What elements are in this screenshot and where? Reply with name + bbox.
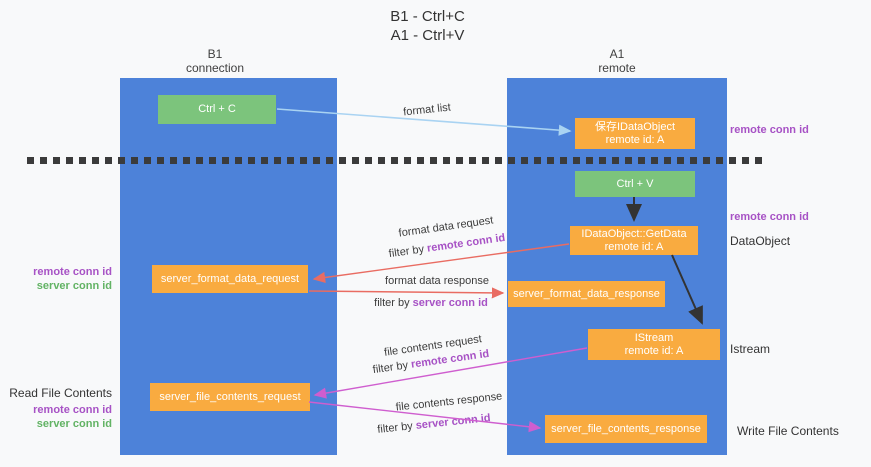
- label-server-conn-id-left-bottom: server conn id: [36, 418, 112, 430]
- label-filter-server-1: filter by server conn id: [374, 297, 488, 309]
- box-idataobject-getdata-line2: remote id: A: [604, 240, 664, 253]
- box-server-file-contents-request: server_file_contents_request: [150, 383, 310, 411]
- box-ctrl-c: Ctrl + C: [158, 95, 276, 124]
- lane-a1-name: A1: [609, 47, 625, 61]
- box-idataobject-getdata-line1: IDataObject::GetData: [581, 227, 687, 240]
- box-save-idataobject-line2: remote id: A: [605, 133, 665, 146]
- label-remote-conn-id-left-bottom: remote conn id: [33, 404, 112, 416]
- box-istream: IStream remote id: A: [588, 329, 720, 360]
- label-filter-server-2: filter by server conn id: [377, 412, 491, 436]
- box-server-format-data-request: server_format_data_request: [152, 265, 308, 293]
- filter-prefix: filter by: [376, 419, 417, 436]
- filter-prefix: filter by: [388, 242, 428, 261]
- lane-header-b1: B1 connection: [165, 47, 265, 75]
- filter-remote-conn-id: remote conn id: [426, 231, 506, 255]
- label-istream: Istream: [730, 342, 771, 356]
- box-ctrl-v: Ctrl + V: [575, 171, 695, 197]
- label-format-data-response: format data response: [385, 275, 489, 287]
- label-format-list: format list: [402, 101, 452, 119]
- box-save-idataobject-line1: 保存IDataObject: [594, 120, 676, 133]
- filter-server-conn-id: server conn id: [412, 297, 488, 309]
- lane-b1-name: B1: [207, 47, 223, 61]
- arrow-format-data-response: [308, 287, 505, 299]
- filter-prefix: filter by: [374, 297, 413, 309]
- label-remote-conn-id-left-top: remote conn id: [33, 266, 112, 278]
- label-server-conn-id-left-top: server conn id: [36, 280, 112, 292]
- filter-prefix: filter by: [372, 358, 412, 377]
- lane-header-a1: A1 remote: [567, 47, 667, 75]
- box-server-file-contents-response: server_file_contents_response: [545, 415, 707, 443]
- label-write-file-contents: Write File Contents: [737, 424, 839, 438]
- diagram-title-line2: A1 - Ctrl+V: [390, 27, 465, 44]
- label-read-file-contents: Read File Contents: [9, 386, 112, 400]
- label-remote-conn-id-right-mid: remote conn id: [730, 211, 809, 223]
- box-istream-line1: IStream: [634, 331, 674, 344]
- box-idataobject-getdata: IDataObject::GetData remote id: A: [570, 226, 698, 255]
- lane-a1-subtitle: remote: [598, 61, 636, 75]
- label-file-contents-response: file contents response: [395, 390, 503, 414]
- label-remote-conn-id-right-top: remote conn id: [730, 124, 809, 136]
- lane-b1-subtitle: connection: [185, 61, 245, 75]
- box-server-format-data-response: server_format_data_response: [508, 281, 665, 307]
- dashed-separator: [27, 157, 766, 164]
- box-save-idataobject: 保存IDataObject remote id: A: [575, 118, 695, 149]
- box-istream-line2: remote id: A: [624, 344, 684, 357]
- filter-server-conn-id: server conn id: [415, 412, 492, 432]
- label-dataobject: DataObject: [730, 234, 791, 248]
- diagram-title-line1: B1 - Ctrl+C: [390, 8, 465, 25]
